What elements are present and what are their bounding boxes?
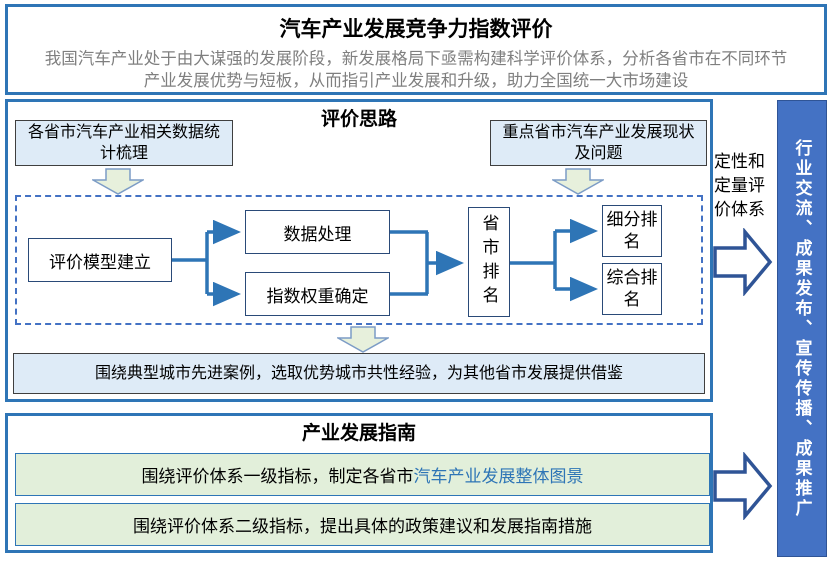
input-box-status-problems: 重点省市汽车产业发展现状及问题 [490,120,707,166]
guide-item-1-text: 围绕评价体系一级指标，制定各省市 [141,467,414,486]
evaluation-section: 评价思路 各省市汽车产业相关数据统计梳理 重点省市汽车产业发展现状及问题 [5,99,713,402]
down-arrow-icon [92,168,144,195]
input-box-data-sorting: 各省市汽车产业相关数据统计梳理 [15,120,233,166]
process-flow-container: 评价模型建立 数据处理 指数权重确定 省市排名 细分排名 综合排名 [15,195,703,325]
guide-item-2: 围绕评价体系二级指标，提出具体的政策建议和发展指南措施 [15,503,710,546]
flow-box-index-weight: 指数权重确定 [245,272,390,316]
qualitative-quantitative-label: 定性和定量评价体系 [714,152,765,219]
down-arrow-icon [552,168,604,195]
flow-box-province-ranking: 省市排名 [468,207,510,317]
guide-section: 产业发展指南 围绕评价体系一级指标，制定各省市汽车产业发展整体图景 围绕评价体系… [5,413,713,553]
flow-box-data-processing: 数据处理 [245,210,390,254]
right-arrow-icon [713,452,773,520]
guide-item-1: 围绕评价体系一级指标，制定各省市汽车产业发展整体图景 [15,453,710,496]
right-arrow-icon [713,228,773,296]
down-arrow-icon [337,326,389,353]
outcome-sidebar: 行业交流、成果发布、宣传传播、成果推广 [777,100,827,557]
evaluation-title: 评价思路 [320,109,397,130]
guide-title: 产业发展指南 [301,423,416,444]
flow-box-model-building: 评价模型建立 [28,238,172,282]
page-subtitle: 我国汽车产业处于由大谋强的发展阶段，新发展格局下亟需构建科学评价体系，分析各省市… [44,50,788,90]
guide-item-1-highlight: 汽车产业发展整体图景 [413,467,584,486]
flow-connectors [172,218,598,307]
header-section: 汽车产业发展竞争力指数评价 我国汽车产业处于由大谋强的发展阶段，新发展格局下亟需… [5,4,827,95]
flow-box-overall-ranking: 综合排名 [602,263,662,315]
province-ranking-label: 省市排名 [479,214,499,310]
case-summary-box: 围绕典型城市先进案例，选取优势城市共性经验，为其他省市发展提供借鉴 [13,353,705,394]
flow-box-sub-ranking: 细分排名 [602,205,662,257]
page-title: 汽车产业发展竞争力指数评价 [279,18,553,41]
outcome-sidebar-label: 行业交流、成果发布、宣传传播、成果推广 [792,138,812,519]
